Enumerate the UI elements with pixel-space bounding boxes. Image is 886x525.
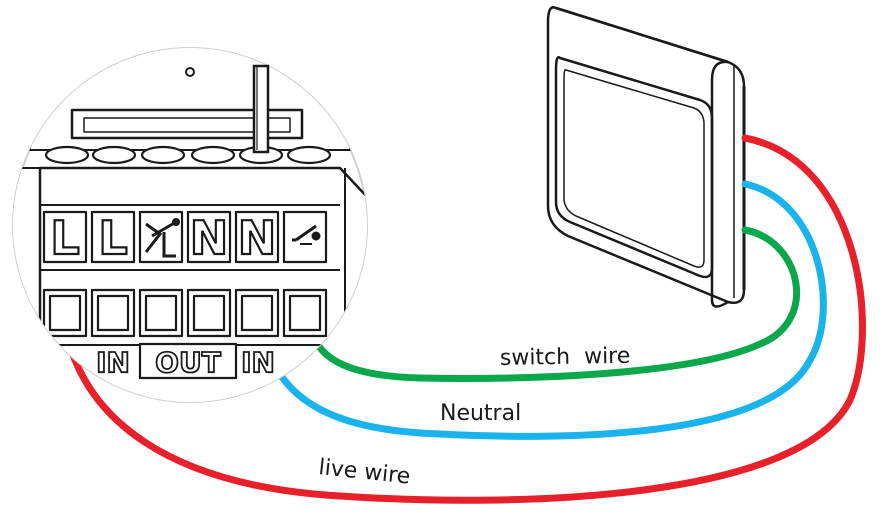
in-label-left: IN <box>96 346 130 379</box>
screwdriver-icon <box>252 64 270 154</box>
terminal-label-1: L <box>50 211 79 265</box>
in-label-right: IN <box>241 346 275 379</box>
live-wire-label: live wire <box>317 455 411 489</box>
terminal-label-2: L <box>98 211 127 265</box>
switch-wire-label: switch wire <box>500 344 631 371</box>
neutral-wire-label: Neutral <box>440 401 521 426</box>
switch-wire <box>306 226 800 382</box>
relay-contact-icon <box>144 218 180 258</box>
neutral-wire <box>256 180 827 440</box>
switch-contact-icon <box>292 224 321 245</box>
io-labels: IN OUT IN <box>95 345 276 380</box>
out-label: OUT <box>155 346 221 379</box>
terminal-label-5: N <box>238 211 277 265</box>
live-wire <box>60 134 866 504</box>
terminal-labels: L L N N <box>49 210 277 266</box>
wall-switch-icon <box>546 6 746 308</box>
wires <box>60 134 866 504</box>
terminal-label-4: N <box>190 211 229 265</box>
